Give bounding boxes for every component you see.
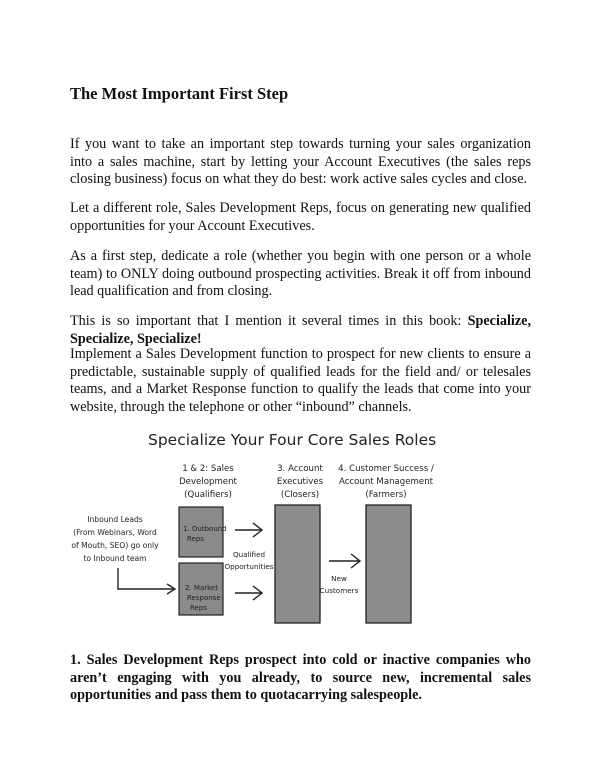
col3-header-line1: 4. Customer Success /	[338, 464, 434, 474]
inbound-arrowhead	[166, 583, 177, 595]
new-customers-label-line2: Customers	[320, 586, 359, 595]
col1-header-line2: Development	[179, 477, 237, 487]
col1-header-line3: (Qualifiers)	[184, 490, 232, 500]
account-executives-box	[274, 504, 321, 624]
new-customers-label-line1: New	[331, 574, 347, 583]
col3-header-line3: (Farmers)	[365, 490, 406, 500]
outbound-reps-label-line1: 1. Outbound	[183, 525, 227, 533]
inbound-arrow	[117, 568, 173, 590]
market-response-label-line2: Response	[187, 594, 221, 602]
col2-header-line1: 3. Account	[277, 464, 323, 474]
paragraph-implement: Implement a Sales Development function t…	[70, 346, 531, 415]
inbound-note-line3: of Mouth, SEO) go only	[71, 541, 159, 550]
paragraph-specialize: This is so important that I mention it s…	[70, 313, 531, 348]
paragraph-sales-development: Let a different role, Sales Development …	[70, 200, 531, 234]
customer-success-box	[365, 504, 412, 624]
qualified-label-line2: Opportunities	[224, 562, 273, 571]
arrow-outbound-to-ae	[235, 522, 264, 538]
page-title: The Most Important First Step	[70, 84, 289, 103]
inbound-note-line2: (From Webinars, Word	[73, 528, 157, 537]
inbound-note-line1: Inbound Leads	[87, 515, 143, 524]
market-response-label-line3: Reps	[190, 604, 207, 612]
col2-header-line2: Executives	[277, 477, 324, 487]
paragraph-intro: If you want to take an important step to…	[70, 136, 531, 187]
diagram-title: Specialize Your Four Core Sales Roles	[148, 431, 436, 449]
specialize-emphasis: Specialize, Specialize, Specialize!	[70, 313, 531, 347]
market-response-label-line1: 2. Market	[185, 584, 218, 592]
outbound-reps-label-line2: Reps	[187, 535, 204, 543]
sales-roles-diagram: Specialize Your Four Core Sales Roles 1 …	[71, 431, 436, 624]
outbound-reps-box	[178, 506, 224, 558]
qualified-label-line1: Qualified	[233, 550, 265, 559]
col1-header-line1: 1 & 2: Sales	[182, 464, 234, 474]
inbound-note-line4: to Inbound team	[83, 554, 146, 563]
paragraph-specialize-text: This is so important that I mention it s…	[70, 313, 468, 329]
paragraph-sdr-definition: 1. Sales Development Reps prospect into …	[70, 652, 531, 703]
col2-header-line3: (Closers)	[281, 490, 319, 500]
col3-header-line2: Account Management	[339, 477, 434, 487]
arrow-ae-to-cs	[329, 553, 362, 569]
paragraph-first-step: As a first step, dedicate a role (whethe…	[70, 248, 531, 299]
arrow-market-to-ae	[235, 585, 264, 601]
market-response-box	[178, 562, 224, 616]
